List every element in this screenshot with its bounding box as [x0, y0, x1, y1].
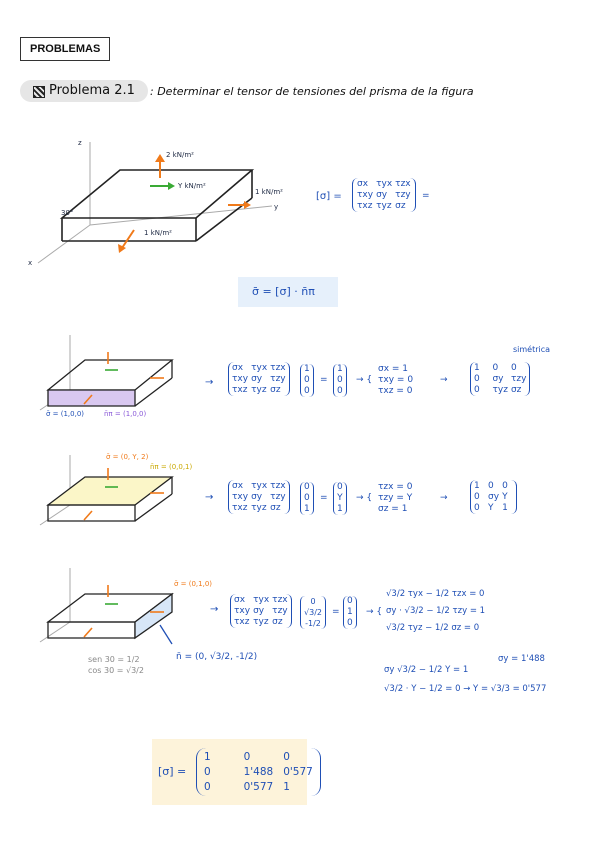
final-result-highlight	[152, 739, 307, 805]
case2-sigma: σ̄ = (0, Y, 2)	[106, 453, 149, 461]
case3-normal: n̄ = (0, √3/2, -1/2)	[176, 652, 258, 662]
case3-sigma: σ̄ = (0,1,0)	[174, 580, 213, 588]
svg-text:→: →	[205, 377, 213, 388]
angle-label: 30°	[61, 209, 74, 217]
case3-sub2: √3/2 · Y − 1/2 = 0 → Y = √3/3 = 0'577	[384, 684, 547, 694]
case3-sigma-y: σy = 1'488	[498, 654, 545, 664]
case3-sub1: σy √3/2 − 1/2 Y = 1	[384, 665, 469, 675]
symmetric-note: simétrica	[513, 345, 551, 354]
problem-number: Problema 2.1	[49, 83, 135, 98]
z-axis-label: z	[78, 139, 82, 147]
load-front-label: 1 kN/m²	[144, 229, 172, 237]
problem-icon	[33, 86, 45, 98]
trig-cos: cos 30 = √3/2	[88, 666, 144, 675]
case3-normal-vector: 0√3/2-1/2	[300, 596, 326, 629]
load-right-label: 1 kN/m²	[255, 188, 283, 196]
problem-statement: : Determinar el tensor de tensiones del …	[150, 85, 474, 98]
case1-sigma: σ̄ = (1,0,0)	[46, 410, 85, 418]
svg-text:→: →	[205, 492, 213, 503]
final-lhs: [σ] =	[158, 765, 187, 778]
y-axis-label: y	[274, 203, 279, 211]
load-top-label: 2 kN/m²	[166, 151, 194, 159]
title-highlight	[20, 80, 148, 102]
cauchy-formula: σ̄ = [σ] · n̄π	[252, 285, 315, 298]
formula-highlight	[238, 277, 338, 307]
tensor-rhs: =	[422, 191, 430, 201]
case2-normal: n̄π = (0,0,1)	[150, 463, 193, 471]
tensor-lhs: [σ] =	[316, 191, 342, 202]
load-y-label: Y kN/m²	[178, 182, 206, 190]
section-tag: PROBLEMAS	[20, 37, 111, 61]
svg-text:→: →	[210, 604, 218, 615]
trig-sin: sen 30 = 1/2	[88, 655, 140, 664]
x-axis-label: x	[28, 259, 33, 267]
case1-normal: n̄π = (1,0,0)	[104, 410, 147, 418]
